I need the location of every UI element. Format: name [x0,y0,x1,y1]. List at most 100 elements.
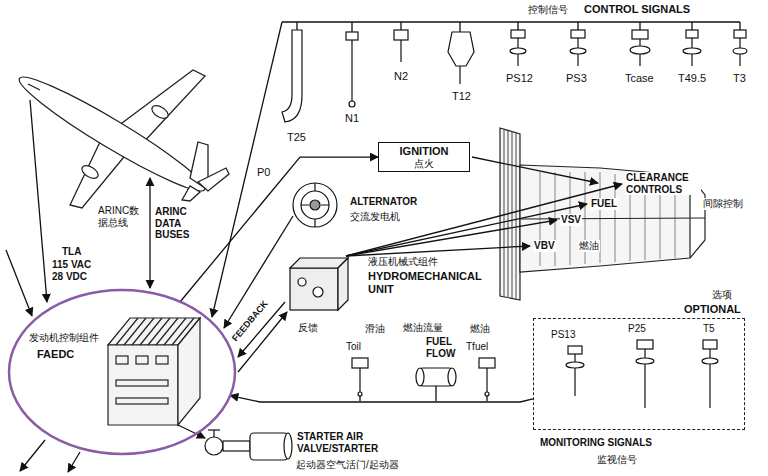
signal-wire [68,452,80,472]
alternator-drawing [301,183,329,227]
part-label: ARINC DATA BUSES [155,206,199,241]
sensor-probe [644,349,645,358]
part-label: VSV [560,214,582,226]
part-label: 控制信号 [528,4,568,16]
engine-drawing [500,128,520,300]
part-label: 燃油流量 [403,322,443,334]
part-label: 间隙控制 [702,198,744,210]
sensor-probe [448,32,474,66]
control-unit-drawing [136,356,148,364]
sensor-probe [352,358,368,368]
sensor-probe [416,368,424,386]
hydromechanical-unit-drawing [290,258,348,310]
control-unit-drawing [156,356,168,364]
sensor-probe [566,362,584,368]
part-label: P25 [628,323,646,335]
control-unit-outline: 发动机控制组件 FAEDC [7,288,237,456]
sensor-probe [486,368,487,392]
part-label: FUEL FLOW [426,336,462,359]
sensor-probe [709,349,710,358]
sensor-probe [570,48,586,54]
sensor-probe [574,354,575,362]
engine-drawing [500,128,705,300]
airplane-drawing [80,163,101,181]
group-heading: 选项 [712,289,732,301]
box-label: 点火 [385,158,463,170]
control-unit-drawing [116,398,168,404]
part-label: FUEL [590,198,618,210]
sensor-probe [709,364,710,408]
part-label: 液压机械式组件 [368,256,438,268]
part-label: CONTROL SIGNALS [584,3,690,16]
sensor-probe [351,40,352,101]
unit-label: FAEDC [37,348,74,361]
airplane-drawing [12,66,212,201]
sensor-probe [574,368,575,396]
part-label: T49.5 [678,72,706,85]
sensor-probe [577,54,578,66]
sensor-probe [637,340,653,349]
signal-wire [6,250,32,316]
signal-wire [149,178,150,288]
sensor-probe [510,48,526,54]
part-label: N1 [345,112,359,125]
unit-label: 发动机控制组件 [29,332,99,344]
starter-drawing [205,430,292,460]
airplane-drawing [198,168,229,191]
sensor-probe [358,392,362,396]
sensor-probe [359,368,360,392]
signal-wire [360,386,487,401]
sensor-probe [577,38,578,48]
engine-drawing [520,218,705,219]
sensor-probe [691,54,692,66]
sensor-probe [511,30,525,38]
part-label: P0 [257,166,270,179]
signal-wire [472,157,598,183]
box-label: IGNITION [385,145,463,158]
starter-drawing [213,430,214,437]
part-label: PS12 [506,72,533,85]
control-unit-drawing [116,380,168,386]
starter-drawing [223,441,250,451]
ellipse-outline [7,288,237,456]
starter-drawing [284,433,292,459]
sensor-probe [639,54,640,66]
signal-arrow [230,396,533,402]
sensor-probe [346,32,358,40]
sensor-probe [630,46,650,54]
sensor-probe [459,66,460,84]
sensor-probe [683,48,701,54]
alternator-drawing [310,200,320,210]
part-label: T25 [287,131,306,144]
part-label: ALTERNATOR [350,196,417,208]
signal-wire [30,100,47,302]
hydromechanical-unit-drawing [290,268,338,310]
ellipse-outline [9,290,235,454]
process-box: IGNITION点火 [378,142,470,172]
sensor-probe [420,368,452,386]
sensor-probe [739,38,740,48]
sensor-probe [734,30,746,38]
sensor-probe [739,54,740,66]
part-label: PS3 [566,72,587,85]
part-label: T3 [733,72,746,85]
part-label: MONITORING SIGNALS [540,437,652,449]
alternator-drawing [293,183,337,227]
control-unit-drawing [108,318,200,425]
sensor-probe [636,358,654,364]
sensor-probe [639,39,640,46]
part-label: ARINC数据总线 [98,205,145,228]
starter-drawing [250,433,288,460]
sensor-probe [400,40,401,62]
sensor-probe [394,30,408,40]
part-label: 滑油 [365,323,385,335]
signal-wire [346,184,622,256]
sensor-probe [702,358,718,364]
signal-arrow [180,157,378,302]
sensor-probe [349,101,355,107]
airplane-drawing [182,186,200,201]
part-label: 交流发电机 [350,211,400,223]
